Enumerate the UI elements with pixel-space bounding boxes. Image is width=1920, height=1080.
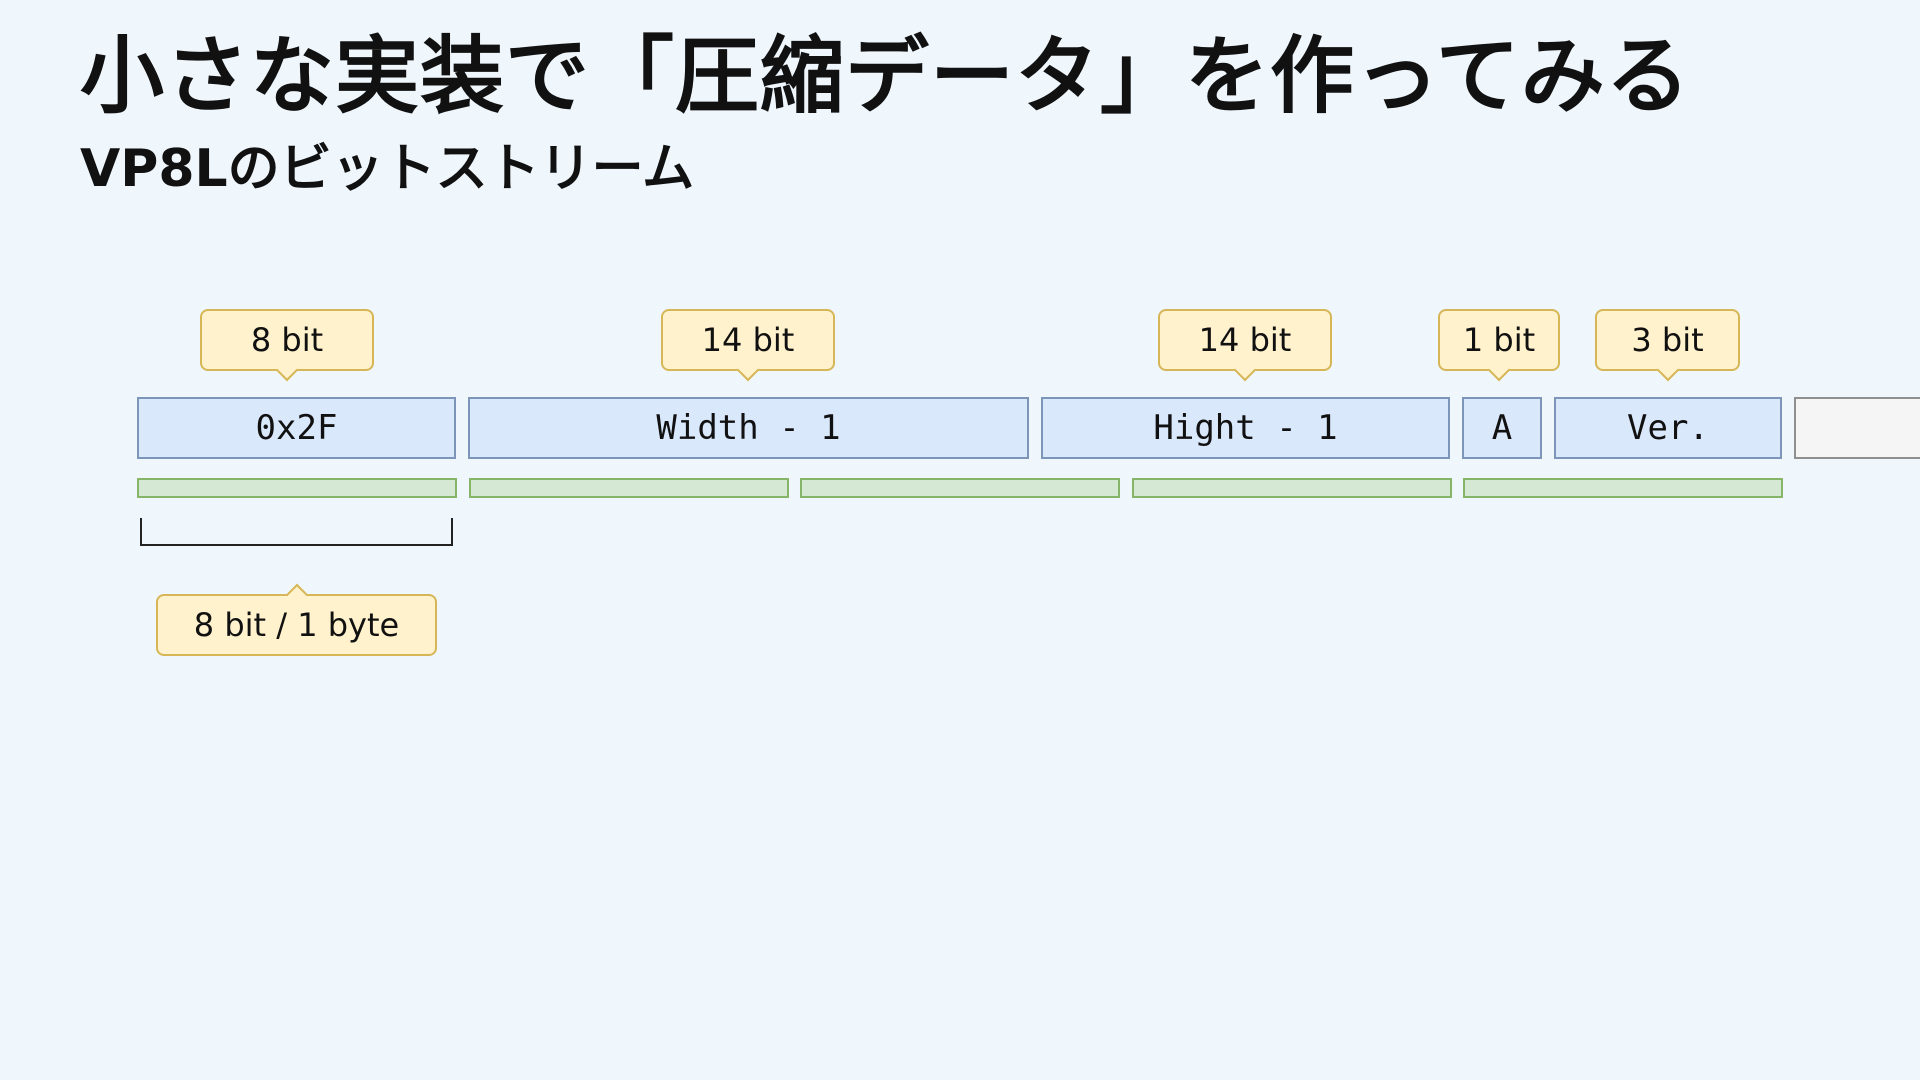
bits-callout-label: 14 bit — [701, 321, 795, 359]
bits-callout-width: 14 bit — [661, 309, 835, 371]
field-height: Hight - 1 — [1041, 397, 1450, 459]
field-width: Width - 1 — [468, 397, 1029, 459]
bits-callout-magic: 8 bit — [200, 309, 374, 371]
field-version: Ver. — [1554, 397, 1782, 459]
slide-title: 小さな実装で「圧縮データ」を作ってみる — [80, 27, 1691, 125]
bits-callout-label: 14 bit — [1198, 321, 1292, 359]
field-alpha: A — [1462, 397, 1542, 459]
byte-block — [800, 478, 1120, 498]
bits-callout-label: 3 bit — [1631, 321, 1704, 359]
field-signature: 0x2F — [137, 397, 456, 459]
byte-block — [137, 478, 457, 498]
byte-block — [469, 478, 789, 498]
bits-callout-height: 14 bit — [1158, 309, 1332, 371]
byte-block — [1132, 478, 1452, 498]
slide-subtitle: VP8Lのビットストリーム — [80, 139, 695, 199]
bits-callout-label: 8 bit — [250, 321, 324, 359]
bits-callout-label: 1 bit — [1462, 321, 1536, 359]
field-continuation — [1794, 397, 1920, 459]
bits-callout-alpha: 1 bit — [1438, 309, 1560, 371]
byte-size-callout: 8 bit / 1 byte — [156, 594, 437, 656]
bits-callout-version: 3 bit — [1595, 309, 1740, 371]
byte-size-label: 8 bit / 1 byte — [193, 606, 400, 644]
byte-block — [1463, 478, 1783, 498]
byte-bracket — [140, 518, 453, 546]
